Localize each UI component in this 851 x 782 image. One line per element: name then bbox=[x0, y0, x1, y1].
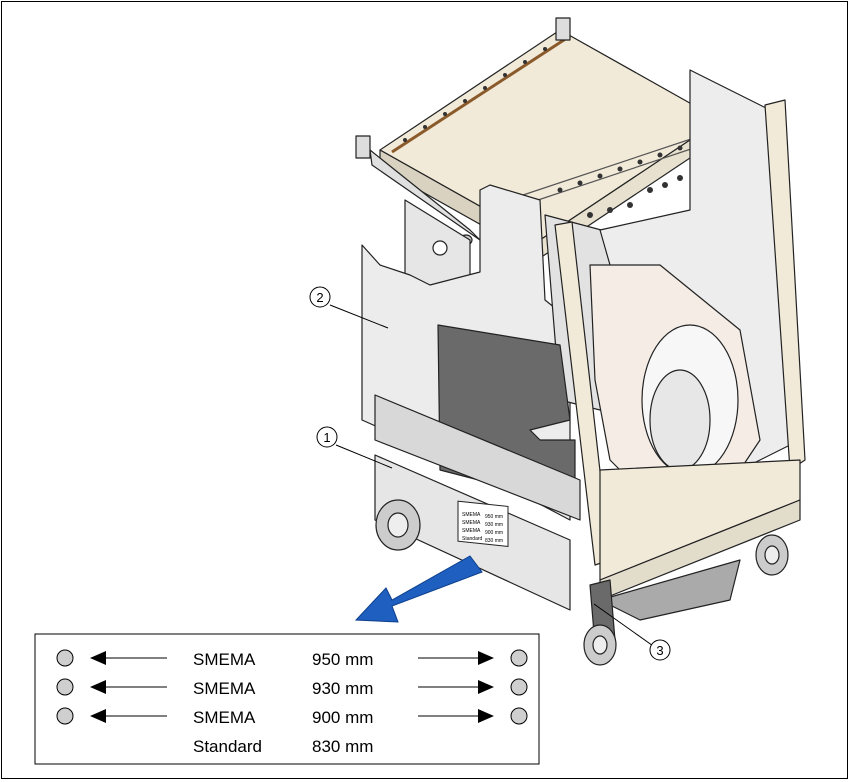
table-border bbox=[35, 634, 539, 764]
plate-line-4-value: 830 mm bbox=[485, 538, 503, 544]
callout-2: 2 bbox=[310, 287, 330, 307]
row-value: 950 mm bbox=[312, 650, 373, 669]
callout-1: 1 bbox=[317, 427, 337, 447]
row-value: 900 mm bbox=[312, 708, 373, 727]
row-value: 830 mm bbox=[312, 737, 373, 756]
height-label-plate: SMEMA 950 mm SMEMA 930 mm SMEMA 900 mm S… bbox=[458, 501, 508, 546]
callout-1-label: 1 bbox=[323, 430, 330, 445]
plate-line-1-name: SMEMA bbox=[462, 512, 481, 518]
callout-3-label: 3 bbox=[656, 643, 663, 658]
plate-line-3-value: 900 mm bbox=[485, 530, 503, 536]
row-value: 930 mm bbox=[312, 679, 373, 698]
row-name: Standard bbox=[193, 737, 262, 756]
plate-line-1-value: 950 mm bbox=[485, 514, 503, 520]
plate-line-4-name: Standard bbox=[462, 536, 483, 542]
indicator-right-icon bbox=[511, 708, 527, 724]
callout-2-label: 2 bbox=[316, 290, 323, 305]
plate-line-2-value: 930 mm bbox=[485, 522, 503, 528]
row-name: SMEMA bbox=[193, 650, 256, 669]
indicator-left-icon bbox=[57, 650, 73, 666]
indicator-right-icon bbox=[511, 650, 527, 666]
indicator-left-icon bbox=[57, 708, 73, 724]
indicator-right-icon bbox=[511, 679, 527, 695]
callout-3: 3 bbox=[650, 640, 670, 660]
row-name: SMEMA bbox=[193, 708, 256, 727]
plate-line-2-name: SMEMA bbox=[462, 520, 481, 526]
indicator-left-icon bbox=[57, 679, 73, 695]
direction-arrow bbox=[356, 556, 482, 622]
plate-line-3-name: SMEMA bbox=[462, 528, 481, 534]
row-name: SMEMA bbox=[193, 679, 256, 698]
height-table: SMEMA 950 mm SMEMA 930 mm SMEMA 900 mm bbox=[35, 634, 539, 764]
